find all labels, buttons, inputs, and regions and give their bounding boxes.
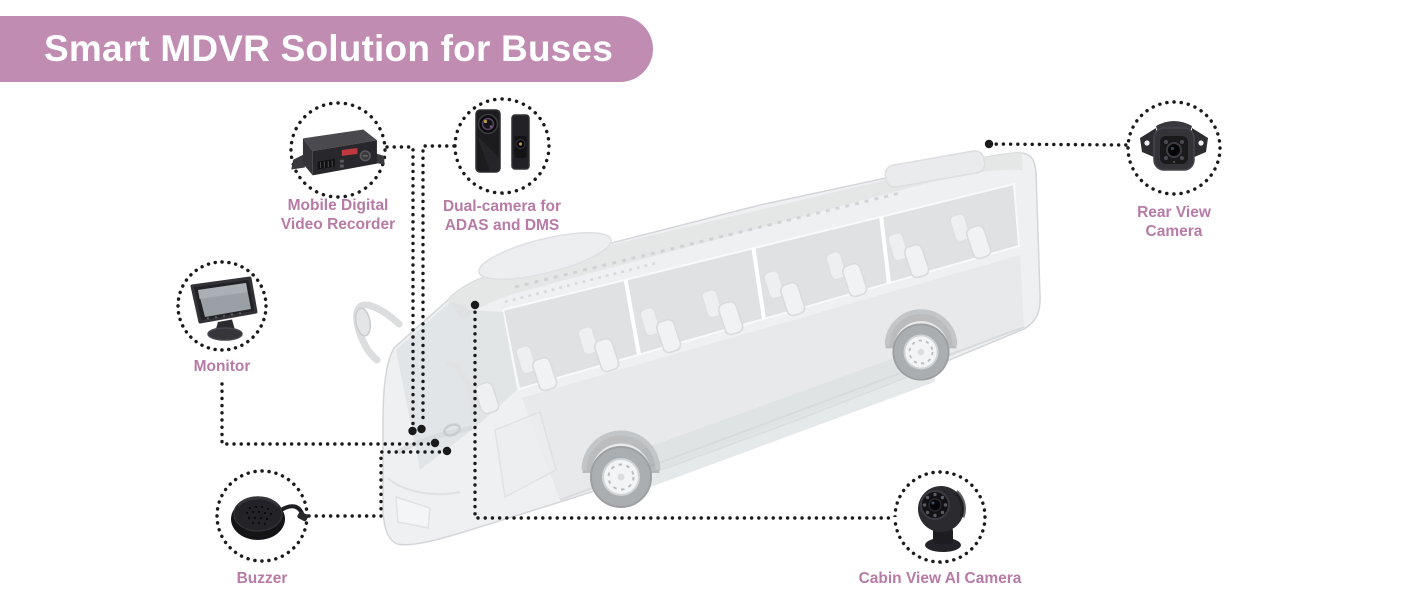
buzzer-anchor-dot: [442, 446, 452, 456]
cabin-camera-label: Cabin View AI Camera: [858, 570, 1022, 587]
mdvr-connector-line: [385, 145, 415, 428]
cabin-ai-camera-icon: [902, 477, 980, 559]
buzzer-icon: [218, 482, 308, 548]
rear-camera-circle: [1126, 100, 1222, 196]
mdvr-circle: [289, 101, 387, 199]
monitor-anchor-dot: [430, 438, 440, 448]
bus-mirror: [353, 301, 403, 364]
mdvr-label: Mobile Digital Video Recorder: [280, 197, 396, 233]
monitor-connector-line: [220, 382, 432, 446]
dual-camera-anchor-dot: [417, 424, 426, 434]
cabin-camera-anchor-dot: [470, 300, 480, 310]
buzzer-label: Buzzer: [236, 570, 288, 587]
dual-camera-label: Dual-camera for ADAS and DMS: [442, 198, 562, 234]
page-title: Smart MDVR Solution for Buses: [44, 28, 614, 69]
dual-camera-connector-line: [421, 144, 456, 426]
bus-rear-wheel: [884, 309, 958, 381]
cabin-camera-circle: [893, 470, 987, 564]
title-banner: Smart MDVR Solution for Buses: [0, 16, 654, 82]
rear-camera-connector-line: [987, 142, 1128, 147]
mdvr-anchor-dot: [408, 426, 417, 436]
dual-camera-circle: [453, 97, 551, 195]
cabin-camera-connector-line: [473, 303, 895, 520]
monitor-label: Monitor: [193, 358, 251, 375]
dual-camera-icon: [460, 102, 544, 190]
rear-camera-anchor-dot: [984, 139, 994, 149]
mdvr-recorder-icon: [289, 113, 387, 187]
rear-camera-label: Rear View Camera: [1137, 204, 1211, 240]
buzzer-connector-line: [307, 450, 444, 518]
bus-illustration: [353, 150, 1041, 546]
monitor-icon: [180, 268, 264, 344]
rear-view-camera-icon: [1134, 112, 1214, 184]
bus-front-wheel: [581, 430, 661, 508]
monitor-circle: [176, 260, 268, 352]
